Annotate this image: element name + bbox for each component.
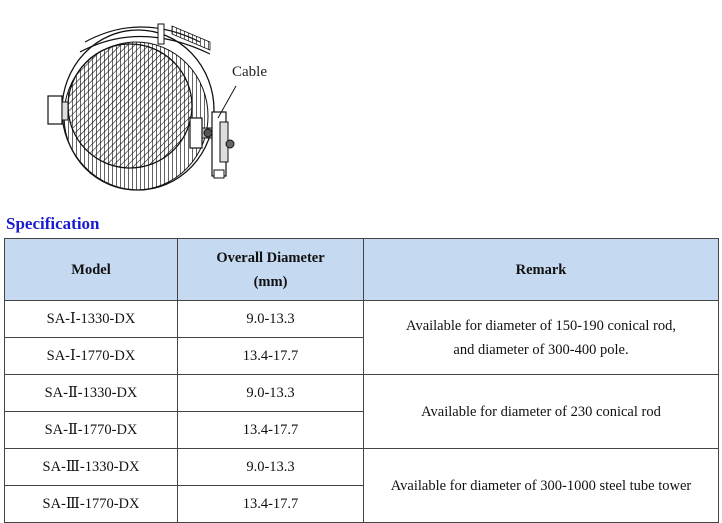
clamp-illustration <box>40 12 300 197</box>
header-model: Model <box>4 238 178 301</box>
table-row: SA-Ⅰ-1330-DX 9.0-13.3 Available for diam… <box>4 300 719 375</box>
table-header-row: Model Overall Diameter (mm) Remark <box>4 238 719 301</box>
remark-line: Available for diameter of 150-190 conica… <box>406 317 676 334</box>
section-title: Specification <box>6 214 100 233</box>
cell-model: SA-Ⅲ-1330-DX <box>4 448 178 486</box>
cell-model: SA-Ⅱ-1330-DX <box>4 374 178 412</box>
cell-diameter: 9.0-13.3 <box>177 448 364 486</box>
cell-model: SA-Ⅰ-1330-DX <box>4 300 178 338</box>
cell-diameter: 9.0-13.3 <box>177 374 364 412</box>
table-row: SA-Ⅲ-1330-DX 9.0-13.3 Available for diam… <box>4 448 719 523</box>
cell-diameter: 13.4-17.7 <box>177 337 364 375</box>
clamp-drawing <box>47 23 237 191</box>
cell-remark: Available for diameter of 300-1000 steel… <box>363 448 719 523</box>
header-diameter-line2: (mm) <box>253 273 288 290</box>
cell-model: SA-Ⅱ-1770-DX <box>4 411 178 449</box>
specification-table: Model Overall Diameter (mm) Remark SA-Ⅰ-… <box>4 238 719 523</box>
remark-line: and diameter of 300-400 pole. <box>453 341 629 358</box>
cell-remark: Available for diameter of 150-190 conica… <box>363 300 719 375</box>
cell-remark: Available for diameter of 230 conical ro… <box>363 374 719 449</box>
cell-model: SA-Ⅰ-1770-DX <box>4 337 178 375</box>
cell-diameter: 9.0-13.3 <box>177 300 364 338</box>
header-diameter-line1: Overall Diameter <box>216 249 325 266</box>
table-row: SA-Ⅱ-1770-DX 13.4-17.7 <box>4 411 719 449</box>
header-overall-diameter: Overall Diameter (mm) <box>177 238 364 301</box>
cell-diameter: 13.4-17.7 <box>177 485 364 523</box>
cell-model: SA-Ⅲ-1770-DX <box>4 485 178 523</box>
cell-diameter: 13.4-17.7 <box>177 411 364 449</box>
table-row: SA-Ⅱ-1330-DX 9.0-13.3 Available for diam… <box>4 374 719 449</box>
header-remark: Remark <box>363 238 719 301</box>
cable-label: Cable <box>232 64 267 80</box>
